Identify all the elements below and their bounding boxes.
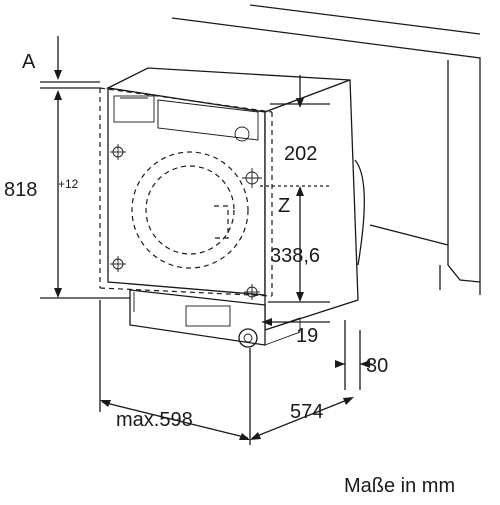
label-height: 818 bbox=[4, 179, 37, 201]
fixing-point-bottom-right bbox=[244, 284, 260, 300]
fixing-points bbox=[110, 144, 262, 300]
label-height-tolerance: +12 bbox=[58, 177, 79, 191]
dimension-19: 19 bbox=[262, 318, 330, 347]
label-width: max.598 bbox=[116, 409, 193, 431]
dimension-height: 818 +12 bbox=[4, 100, 130, 299]
label-z: Z bbox=[278, 195, 290, 217]
fixing-point-top-left bbox=[110, 144, 126, 160]
dimension-width: max.598 bbox=[99, 300, 251, 445]
fixing-point-top-right bbox=[242, 168, 262, 188]
units-caption: Maße in mm bbox=[344, 475, 455, 497]
label-338: 338,6 bbox=[270, 245, 320, 267]
label-depth: 574 bbox=[290, 401, 323, 423]
dimension-202: 202 bbox=[270, 75, 330, 165]
label-30: 30 bbox=[366, 355, 388, 377]
dimension-30: 30 bbox=[335, 320, 388, 390]
dimension-338: Z 338,6 bbox=[260, 185, 330, 303]
washing-machine bbox=[105, 67, 365, 348]
dimension-depth: 574 bbox=[250, 397, 354, 440]
fixing-point-bottom-left bbox=[110, 256, 126, 272]
door-outline bbox=[131, 151, 249, 269]
label-202: 202 bbox=[284, 143, 317, 165]
drain-connection bbox=[238, 328, 258, 348]
label-a: A bbox=[22, 51, 36, 73]
dimension-a: A bbox=[22, 36, 100, 100]
cabinet-outline bbox=[171, 4, 481, 295]
label-19: 19 bbox=[296, 325, 318, 347]
niche-outline bbox=[99, 87, 273, 297]
